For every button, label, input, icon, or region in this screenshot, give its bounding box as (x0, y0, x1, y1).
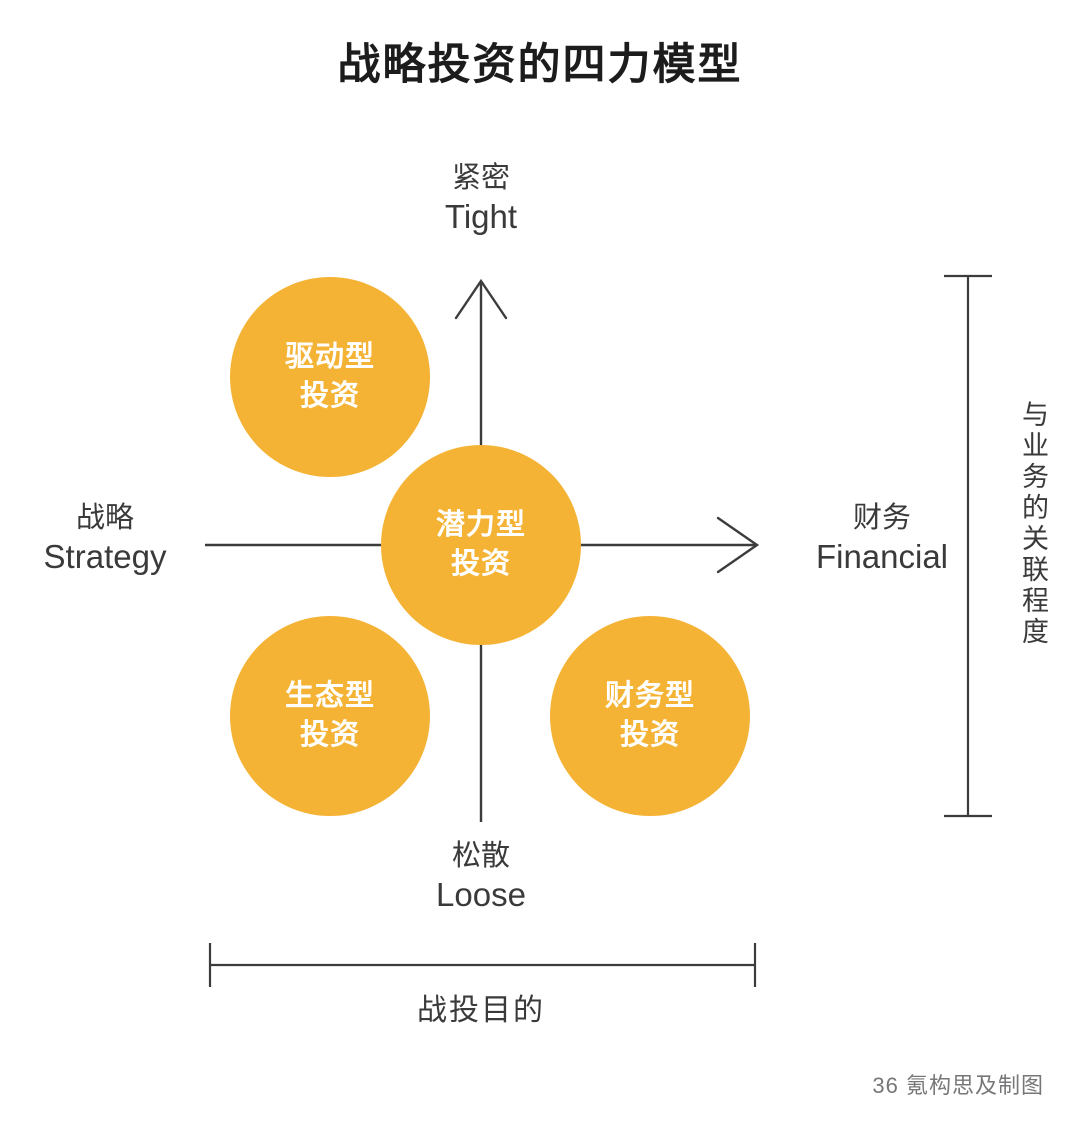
axis-label-right-cn: 财务 (852, 502, 911, 534)
bubble-potential-line1: 潜力型 (435, 508, 526, 541)
axis-label-top: 紧密 Tight (381, 160, 581, 238)
axis-label-bottom-cn: 松散 (451, 840, 510, 872)
axis-label-top-en: Tight (444, 198, 518, 236)
axis-label-top-cn: 紧密 (451, 162, 510, 194)
bubble-potential-investment[interactable]: 潜力型 投资 (381, 445, 581, 645)
credit-attribution: 36 氪构思及制图 (872, 1073, 1044, 1098)
axis-label-bottom: 松散 Loose (381, 838, 581, 916)
bubble-driver-investment[interactable]: 驱动型 投资 (230, 277, 430, 477)
bracket-label-investment-purpose: 战投目的 (417, 994, 545, 1027)
bubble-eco-line1: 生态型 (284, 679, 375, 712)
axis-label-left: 战略 Strategy (10, 500, 200, 578)
bubble-ecosystem-investment[interactable]: 生态型 投资 (230, 616, 430, 816)
bubble-driver-line1: 驱动型 (284, 340, 375, 373)
axis-label-right: 财务 Financial (772, 500, 992, 578)
page-title: 战略投资的四力模型 (337, 41, 743, 89)
axis-label-left-cn: 战略 (75, 502, 134, 534)
axis-label-right-en: Financial (815, 538, 949, 576)
bubble-financial-line1: 财务型 (604, 679, 695, 712)
bubble-financial-line2: 投资 (619, 719, 680, 751)
axis-label-left-en: Strategy (43, 538, 167, 576)
bubble-eco-line2: 投资 (299, 719, 360, 751)
bubble-financial-investment[interactable]: 财务型 投资 (550, 616, 750, 816)
axis-label-bottom-en: Loose (436, 876, 526, 914)
bubble-driver-line2: 投资 (299, 380, 360, 412)
x-axis-arrowhead (716, 516, 760, 574)
y-axis-arrowhead (454, 278, 508, 320)
bubble-potential-line2: 投资 (450, 548, 511, 580)
bracket-label-business-relevance: 与业务的关联程度 (1018, 400, 1048, 648)
